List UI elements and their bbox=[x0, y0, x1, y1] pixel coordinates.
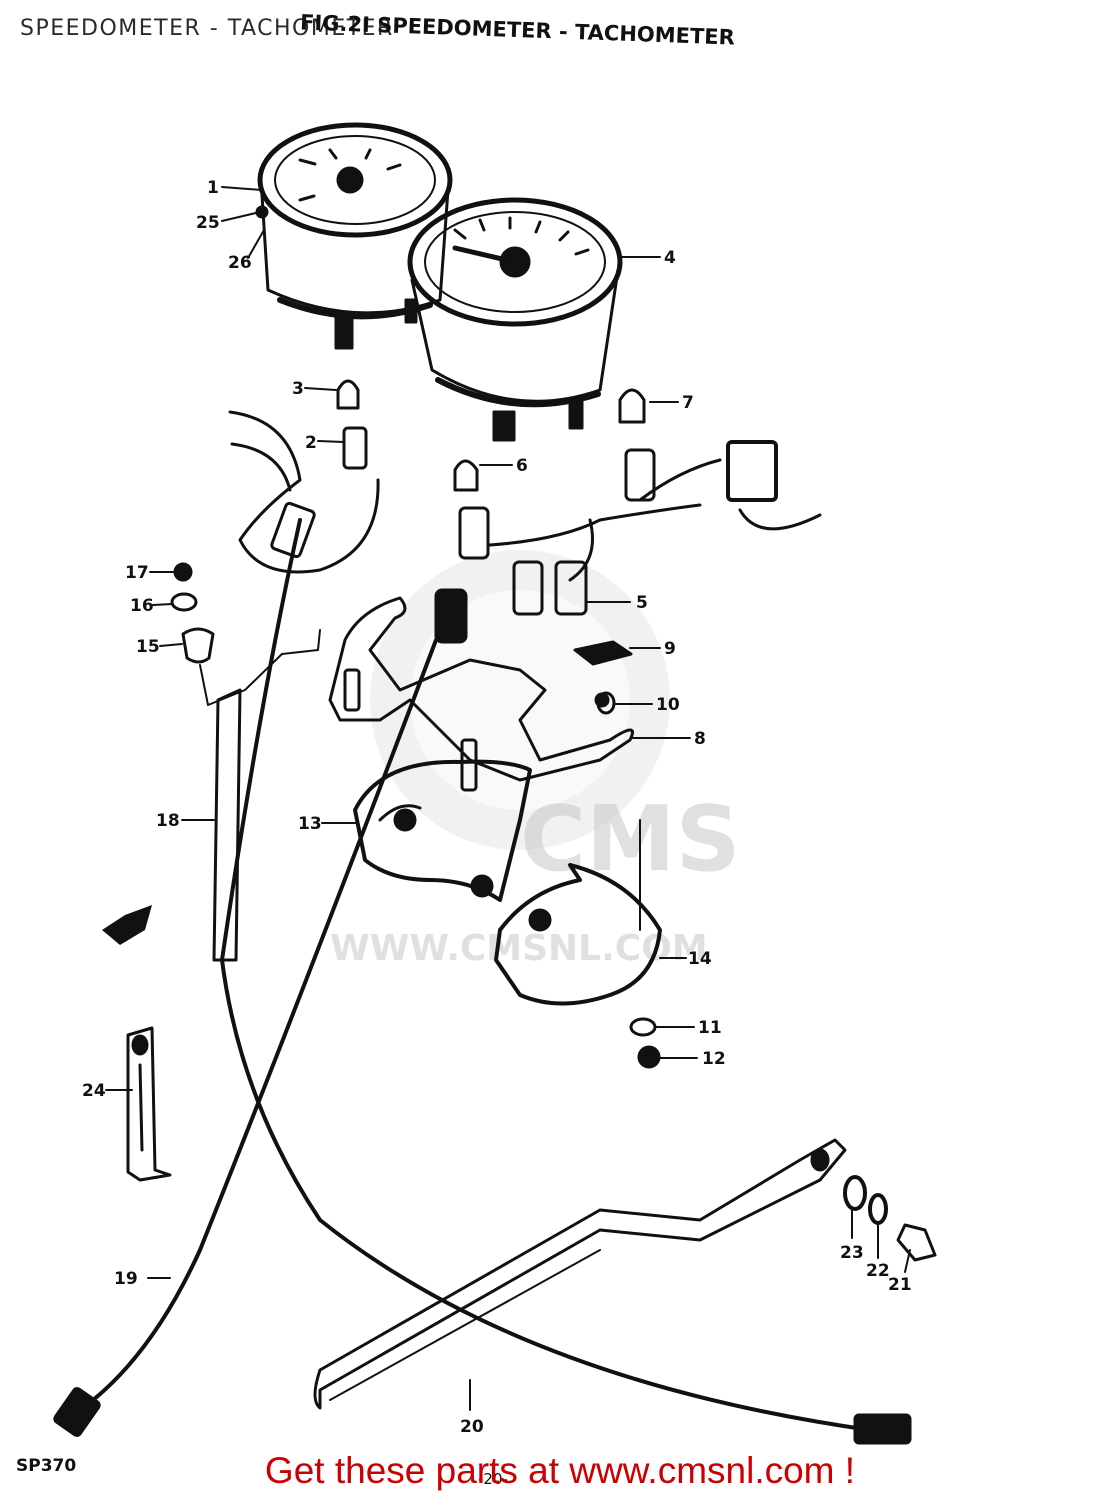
bulbs-and-sockets bbox=[336, 379, 656, 644]
watermark-logo-text: CMS bbox=[520, 787, 740, 892]
direction-arrow-icon bbox=[102, 905, 152, 945]
part-label: 15 bbox=[136, 637, 160, 657]
speedometer-cable bbox=[212, 501, 912, 1445]
part-label: 25 bbox=[196, 213, 220, 233]
cable-clamp bbox=[126, 1026, 172, 1182]
part-label: 6 bbox=[516, 456, 528, 476]
part-label: 10 bbox=[656, 695, 680, 715]
part-label: 5 bbox=[636, 593, 648, 613]
wiring bbox=[228, 410, 822, 582]
part-label: 4 bbox=[664, 248, 676, 268]
tachometer bbox=[407, 197, 623, 442]
get-parts-link[interactable]: Get these parts at www.cmsnl.com ! bbox=[264, 1450, 856, 1491]
watermark: CMS WWW.CMSNL.COM bbox=[330, 550, 740, 969]
tachometer-cable bbox=[53, 638, 438, 1437]
sheet-code: SP370 bbox=[16, 1456, 77, 1476]
small-parts bbox=[170, 562, 661, 1069]
part-label: 22 bbox=[866, 1261, 890, 1281]
part-label: 1 bbox=[207, 178, 219, 198]
part-label: 24 bbox=[82, 1081, 106, 1101]
page-code: -20- bbox=[478, 1470, 508, 1488]
part-label: 3 bbox=[292, 379, 304, 399]
part-label: 9 bbox=[664, 639, 676, 659]
page-title: SPEEDOMETER - TACHOMETER bbox=[20, 16, 394, 41]
part-label: 2 bbox=[305, 433, 317, 453]
speedometer bbox=[255, 122, 453, 350]
part-label: 11 bbox=[698, 1018, 722, 1038]
part-label: 17 bbox=[125, 563, 149, 583]
part-label: 21 bbox=[888, 1275, 912, 1295]
part-label: 23 bbox=[840, 1243, 864, 1263]
part-label: 16 bbox=[130, 596, 154, 616]
part-labels: 1 25 26 4 3 7 2 6 17 16 15 5 9 10 8 13 1… bbox=[82, 178, 912, 1437]
part-label: 20 bbox=[460, 1417, 484, 1437]
part-label: 14 bbox=[688, 949, 712, 969]
part-label: 19 bbox=[114, 1269, 138, 1289]
watermark-url-text: WWW.CMSNL.COM bbox=[330, 928, 708, 969]
part-label: 13 bbox=[298, 814, 322, 834]
part-label: 18 bbox=[156, 811, 180, 831]
part-label: 7 bbox=[682, 393, 694, 413]
part-label: 8 bbox=[694, 729, 706, 749]
lower-covers bbox=[353, 738, 662, 1006]
stay-bracket bbox=[313, 1138, 847, 1410]
part-label: 12 bbox=[702, 1049, 726, 1069]
part-label: 26 bbox=[228, 253, 252, 273]
leader-lines bbox=[105, 186, 911, 1411]
